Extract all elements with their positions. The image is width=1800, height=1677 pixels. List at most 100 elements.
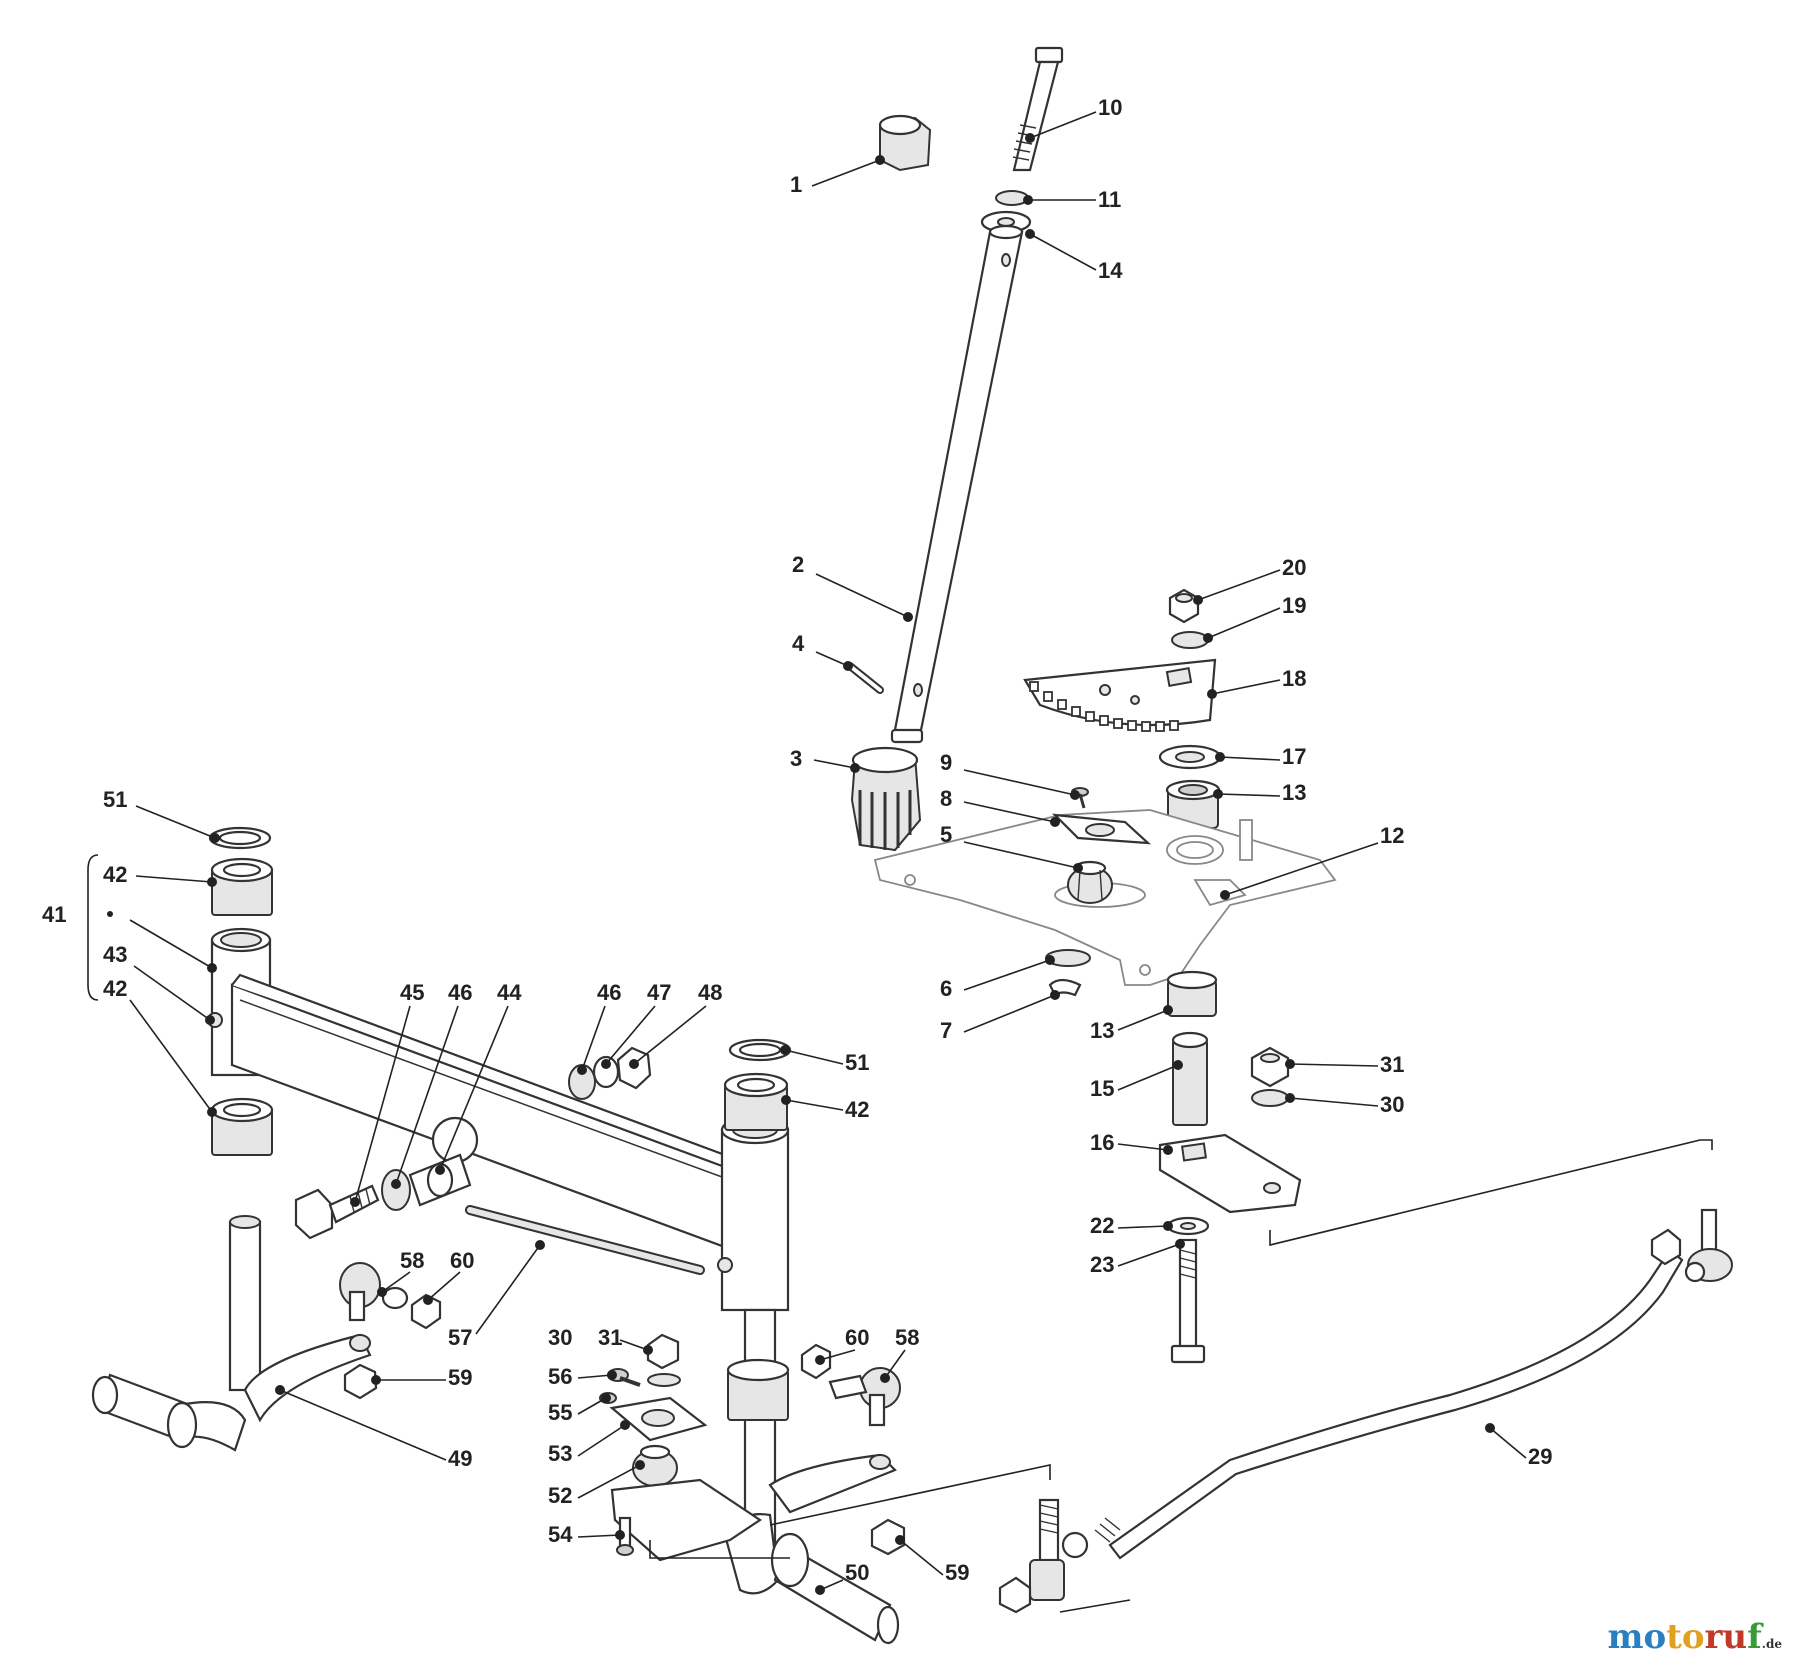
snap-ring-part bbox=[208, 826, 272, 850]
svg-text:46: 46 bbox=[448, 980, 472, 1005]
screw-part bbox=[616, 1516, 634, 1556]
callout-44: 44 bbox=[435, 980, 522, 1175]
callout-20: 20 bbox=[1193, 555, 1306, 605]
svg-text:54: 54 bbox=[548, 1522, 573, 1547]
svg-text:42: 42 bbox=[845, 1097, 869, 1122]
bracket-plate-part bbox=[609, 1396, 708, 1442]
svg-text:18: 18 bbox=[1282, 666, 1306, 691]
svg-text:10: 10 bbox=[1098, 95, 1122, 120]
svg-text:44: 44 bbox=[497, 980, 522, 1005]
callout-60-right: 60 bbox=[815, 1325, 869, 1365]
svg-text:49: 49 bbox=[448, 1446, 472, 1471]
nut-part bbox=[1250, 1046, 1290, 1088]
svg-text:58: 58 bbox=[400, 1248, 424, 1273]
bracket-plate-part bbox=[1052, 813, 1152, 845]
motoruf-logo: motoruf.de bbox=[1607, 1617, 1782, 1657]
svg-text:51: 51 bbox=[103, 787, 127, 812]
callouts: 1 2 3 4 5 6 7 8 9 10 11 12 13 13 14 15 1… bbox=[42, 95, 1552, 1595]
nut-part bbox=[646, 1333, 680, 1370]
svg-text:56: 56 bbox=[548, 1364, 572, 1389]
svg-text:13: 13 bbox=[1090, 1018, 1114, 1043]
callout-55: 55 bbox=[548, 1393, 611, 1425]
svg-text:53: 53 bbox=[548, 1441, 572, 1466]
callout-4: 4 bbox=[792, 631, 853, 671]
callout-13-lower: 13 bbox=[1090, 1005, 1173, 1043]
svg-text:46: 46 bbox=[597, 980, 621, 1005]
svg-text:58: 58 bbox=[895, 1325, 919, 1350]
svg-text:9: 9 bbox=[940, 750, 952, 775]
callout-12: 12 bbox=[1220, 823, 1404, 900]
callout-43: 43 bbox=[103, 942, 215, 1025]
callout-42-right: 42 bbox=[781, 1095, 869, 1122]
callout-58-left: 58 bbox=[377, 1248, 424, 1297]
sector-gear-part bbox=[1023, 658, 1217, 732]
callout-31-lower: 31 bbox=[598, 1325, 653, 1355]
tie-rod-end-part bbox=[1650, 1208, 1733, 1283]
washer-part bbox=[647, 1373, 681, 1387]
callout-22: 22 bbox=[1090, 1213, 1173, 1238]
callout-45: 45 bbox=[350, 980, 424, 1207]
svg-text:16: 16 bbox=[1090, 1130, 1114, 1155]
svg-text:8: 8 bbox=[940, 786, 952, 811]
nut-part bbox=[410, 1293, 442, 1330]
washer-part bbox=[1158, 744, 1222, 770]
svg-text:60: 60 bbox=[450, 1248, 474, 1273]
svg-text:59: 59 bbox=[448, 1365, 472, 1390]
callout-57: 57 bbox=[448, 1240, 545, 1350]
callout-51-top: 51 bbox=[103, 787, 220, 843]
bolt-part bbox=[1170, 1238, 1206, 1364]
parts-drawing bbox=[91, 46, 1733, 1645]
bolt-part bbox=[1012, 46, 1064, 172]
callout-7: 7 bbox=[940, 990, 1060, 1043]
bushing-part bbox=[210, 1097, 274, 1156]
callout-9: 9 bbox=[940, 750, 1080, 800]
callout-46-left: 46 bbox=[391, 980, 472, 1189]
callout-14: 14 bbox=[1025, 229, 1123, 283]
screw-part bbox=[1071, 787, 1089, 809]
svg-text:51: 51 bbox=[845, 1050, 869, 1075]
nut-part bbox=[1168, 588, 1200, 624]
callout-18: 18 bbox=[1207, 666, 1306, 699]
callout-59-right: 59 bbox=[895, 1535, 969, 1585]
svg-text:7: 7 bbox=[940, 1018, 952, 1043]
sleeve-part bbox=[1171, 1031, 1209, 1126]
callout-30-lower: 30 bbox=[548, 1325, 572, 1350]
svg-text:59: 59 bbox=[945, 1560, 969, 1585]
svg-text:48: 48 bbox=[698, 980, 722, 1005]
callout-29: 29 bbox=[1485, 1423, 1552, 1469]
washer-part bbox=[381, 1169, 411, 1211]
washer-part bbox=[592, 1055, 620, 1089]
callout-11: 11 bbox=[1023, 187, 1121, 212]
washer-part bbox=[995, 190, 1029, 206]
nut-part bbox=[343, 1363, 378, 1400]
svg-text:14: 14 bbox=[1098, 258, 1123, 283]
callout-2: 2 bbox=[792, 552, 913, 622]
callout-6: 6 bbox=[940, 955, 1055, 1001]
callout-56: 56 bbox=[548, 1364, 617, 1389]
callout-42-top: 42 bbox=[103, 862, 217, 887]
svg-text:43: 43 bbox=[103, 942, 127, 967]
svg-text:30: 30 bbox=[548, 1325, 572, 1350]
svg-text:45: 45 bbox=[400, 980, 424, 1005]
svg-text:5: 5 bbox=[940, 822, 952, 847]
bushing-part bbox=[1165, 779, 1221, 829]
spacer-part bbox=[408, 1153, 472, 1207]
callout-23: 23 bbox=[1090, 1239, 1185, 1277]
pin-part bbox=[846, 662, 884, 694]
svg-text:22: 22 bbox=[1090, 1213, 1114, 1238]
callout-42-bottom: 42 bbox=[103, 976, 217, 1117]
svg-text:52: 52 bbox=[548, 1483, 572, 1508]
nut-part bbox=[870, 1518, 906, 1556]
cap-part bbox=[878, 114, 932, 172]
svg-text:57: 57 bbox=[448, 1325, 472, 1350]
bushing-part bbox=[1166, 970, 1218, 1017]
svg-text:50: 50 bbox=[845, 1560, 869, 1585]
svg-text:13: 13 bbox=[1282, 780, 1306, 805]
pitman-plate-part bbox=[1158, 1133, 1302, 1214]
svg-text:15: 15 bbox=[1090, 1076, 1114, 1101]
callout-3: 3 bbox=[790, 746, 860, 773]
pinion-gear-part bbox=[850, 746, 922, 852]
svg-text:3: 3 bbox=[790, 746, 802, 771]
callout-13-upper: 13 bbox=[1213, 780, 1306, 805]
callout-10: 10 bbox=[1025, 95, 1122, 143]
